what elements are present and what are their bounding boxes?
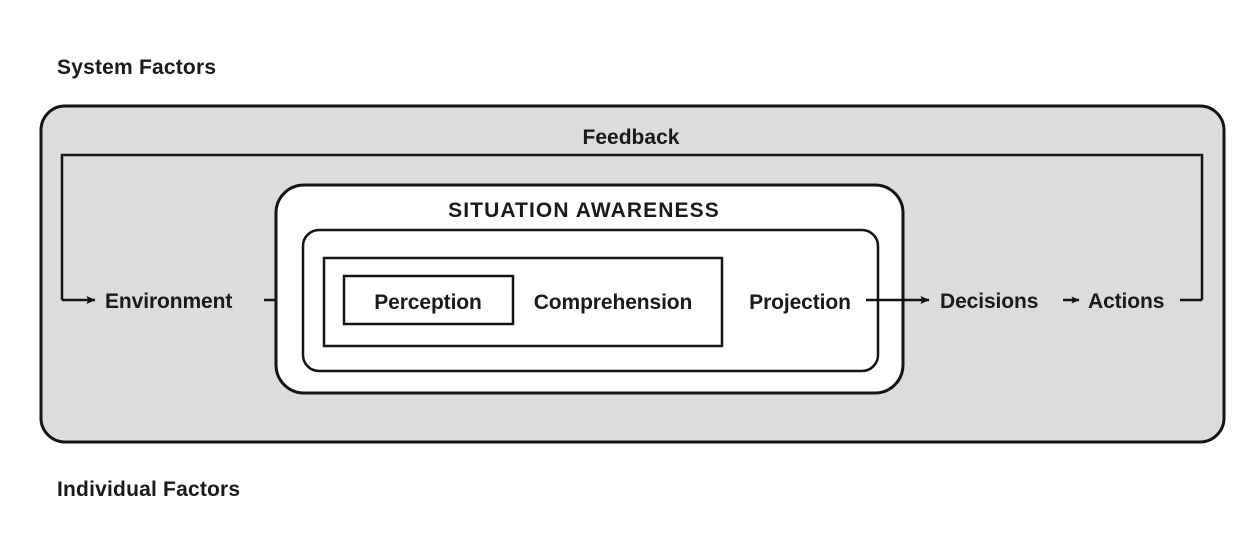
perception-node-label: Perception <box>374 291 482 314</box>
feedback-loop-line <box>60 153 1204 300</box>
perception-container <box>342 274 515 326</box>
decisions-node-label: Decisions <box>940 290 1038 313</box>
comprehension-node-label: Comprehension <box>534 291 693 314</box>
projection-node-label: Projection <box>749 291 851 314</box>
feedback-label: Feedback <box>583 126 680 149</box>
situation-awareness-label: SITUATION AWARENESS <box>448 199 720 222</box>
individual-factors-label: Individual Factors <box>57 478 240 501</box>
environment-node-label: Environment <box>105 290 232 313</box>
actions-node-label: Actions <box>1088 290 1164 313</box>
system-factors-label: System Factors <box>57 56 216 79</box>
